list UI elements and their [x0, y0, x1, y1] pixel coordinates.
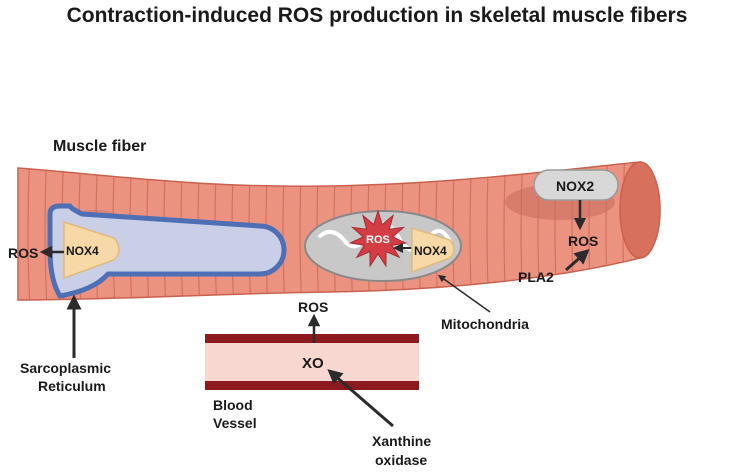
muscle-fiber-label: Muscle fiber: [53, 138, 146, 155]
ros-xo-label: ROS: [298, 299, 328, 315]
ros-sr-label: ROS: [8, 245, 38, 261]
blood-vessel-label-line1: Blood: [213, 397, 253, 413]
xo-label: XO: [302, 355, 324, 372]
nox4-mito-label: NOX4: [414, 244, 447, 258]
ros-burst-shape: [348, 209, 408, 268]
nox2-label: NOX2: [556, 178, 594, 194]
mitochondria: ROS NOX4: [304, 209, 462, 282]
blood-vessel: [205, 334, 419, 390]
ros-nox2-label: ROS: [568, 233, 598, 249]
vessel-wall-top: [205, 334, 419, 343]
fiber-end-cap: [619, 161, 661, 259]
pla2-label: PLA2: [518, 269, 554, 285]
mitochondria-pointer-arrow: [437, 274, 491, 313]
vessel-wall-bottom: [205, 381, 419, 390]
xanthine-label-line1: Xanthine: [372, 433, 431, 449]
mitochondria-label: Mitochondria: [441, 316, 529, 332]
xanthine-pointer-arrow: [327, 369, 394, 428]
sarcoplasmic-label-line1: Sarcoplasmic: [20, 360, 111, 376]
pla2-ros-arrow: [565, 249, 590, 272]
xanthine-label-line2: oxidase: [375, 452, 427, 468]
ros-mito-label: ROS: [366, 234, 390, 246]
diagram-title: Contraction-induced ROS production in sk…: [66, 4, 688, 27]
sarcoplasmic-label-line2: Reticulum: [38, 378, 106, 394]
nox4-sr-shape: [63, 220, 120, 280]
nox4-sr-label: NOX4: [66, 244, 99, 258]
sarcoplasmic-reticulum: NOX4: [47, 203, 287, 299]
blood-vessel-label-line2: Vessel: [213, 415, 257, 431]
nox2-shape: [533, 169, 619, 201]
vessel-lumen: [205, 343, 419, 381]
nox4-mito-shape: [411, 226, 455, 274]
sr-shape: [47, 203, 287, 299]
